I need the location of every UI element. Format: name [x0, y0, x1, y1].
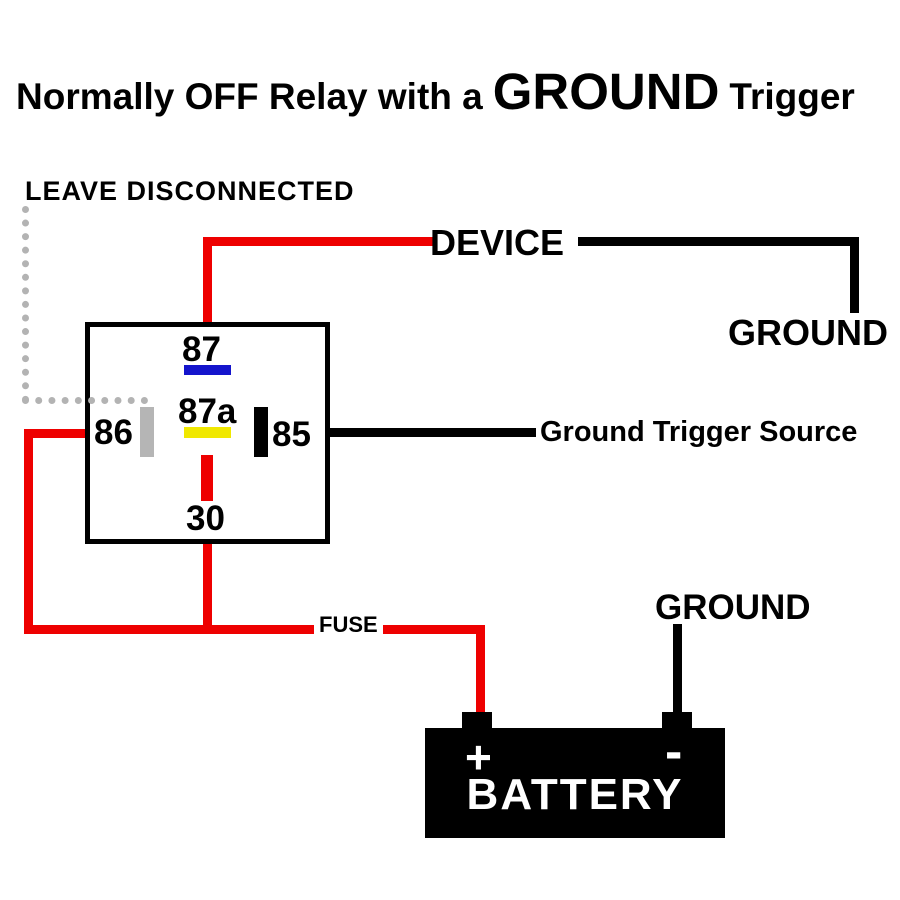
ground-trigger-source-label: Ground Trigger Source: [540, 416, 858, 448]
battery-plus-label: +: [465, 731, 492, 783]
battery-plus-terminal: [462, 712, 492, 730]
leave-disconnected-label: LEAVE DISCONNECTED: [25, 176, 355, 206]
wire-minus-ground: [673, 624, 682, 714]
ground-bottom-label: GROUND: [655, 588, 811, 627]
relay-terminal-86-contact: [140, 407, 154, 457]
battery-body: + - BATTERY: [425, 723, 725, 838]
device-label: DEVICE: [430, 222, 565, 263]
wire-87-horizontal: [203, 237, 433, 246]
wire-85-trigger: [330, 428, 536, 437]
relay-box: [85, 322, 330, 544]
wire-30-vertical: [203, 544, 212, 630]
battery-label: BATTERY: [466, 770, 684, 819]
battery-minus-label: -: [665, 723, 683, 781]
relay-terminal-87-label: 87: [182, 330, 221, 369]
title-highlight: GROUND: [492, 63, 720, 120]
relay-terminal-85-contact: [254, 407, 268, 457]
wire-86-horizontal: [24, 429, 85, 438]
wire-fuse-battery: [476, 625, 485, 715]
relay-terminal-87a-contact: [184, 427, 231, 438]
relay-terminal-87a-label: 87a: [178, 392, 237, 431]
wire-bottom-horizontal: [24, 625, 485, 634]
ground-top-label: GROUND: [728, 312, 888, 353]
wire-86-vertical: [24, 429, 33, 634]
wire-87-vertical: [203, 237, 212, 325]
relay-terminal-86-label: 86: [94, 413, 133, 452]
title-prefix: Normally OFF Relay with a: [16, 76, 483, 117]
fuse-label: FUSE: [314, 612, 383, 638]
dotted-wire-vertical: [22, 206, 29, 403]
dotted-wire-horizontal: [22, 397, 148, 404]
wire-device-ground-horizontal: [578, 237, 859, 246]
battery-minus-terminal: [662, 712, 692, 730]
relay-terminal-85-label: 85: [272, 415, 311, 454]
relay-terminal-30-contact: [201, 455, 213, 501]
title-suffix: Trigger: [729, 76, 855, 117]
relay-terminal-87-contact: [184, 365, 231, 375]
relay-terminal-30-label: 30: [186, 499, 225, 538]
wire-device-ground-vertical: [850, 237, 859, 313]
